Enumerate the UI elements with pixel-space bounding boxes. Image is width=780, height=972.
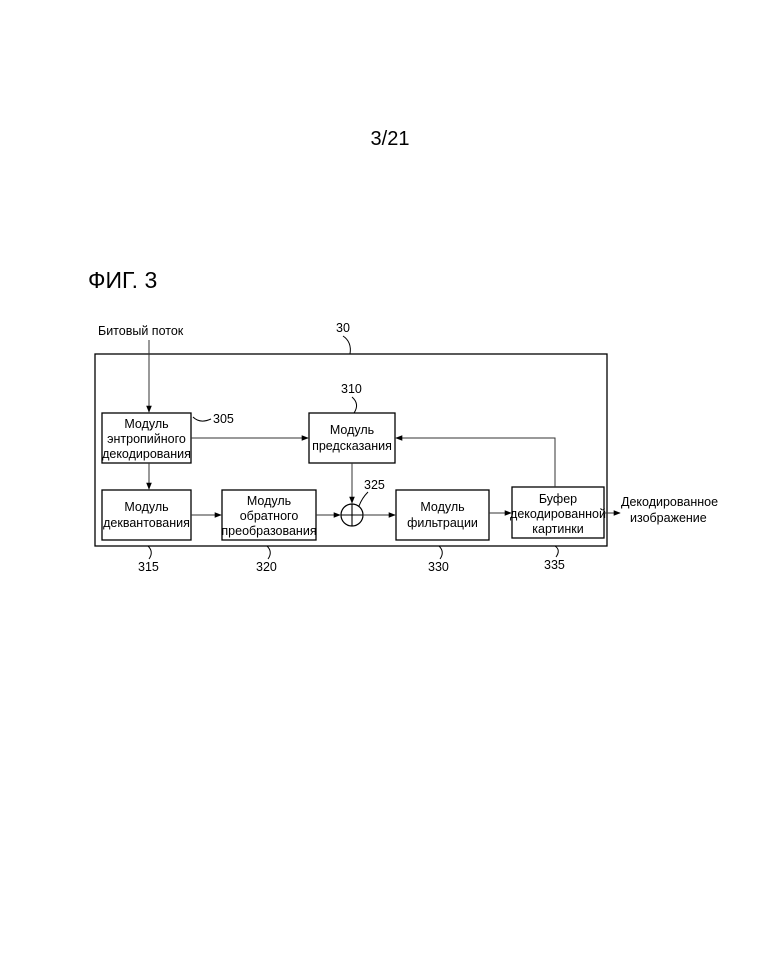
decoder-ref-leader bbox=[343, 336, 350, 354]
decoded-picture-buffer: Буфер декодированной картинки bbox=[510, 487, 606, 538]
entropy-ref: 305 bbox=[213, 412, 234, 426]
entropy-line-2: энтропийного bbox=[107, 432, 186, 446]
input-label: Битовый поток bbox=[98, 324, 184, 338]
inverse-line-1: Модуль bbox=[247, 494, 291, 508]
arrow-buffer-to-prediction bbox=[396, 438, 555, 487]
dequantization-module: Модуль деквантования bbox=[102, 490, 191, 540]
buffer-ref-leader bbox=[555, 546, 558, 557]
entropy-decoding-module: Модуль энтропийного декодирования bbox=[102, 413, 191, 463]
dequant-ref: 315 bbox=[138, 560, 159, 574]
inverse-line-2: обратного bbox=[240, 509, 299, 523]
prediction-module: Модуль предсказания bbox=[309, 413, 395, 463]
filter-ref-leader bbox=[439, 546, 442, 559]
buffer-ref: 335 bbox=[544, 558, 565, 572]
adder-ref-leader bbox=[359, 492, 368, 506]
filter-line-1: Модуль bbox=[420, 500, 464, 514]
filter-ref: 330 bbox=[428, 560, 449, 574]
adder-ref: 325 bbox=[364, 478, 385, 492]
output-label-line-2: изображение bbox=[630, 511, 707, 525]
inverse-line-3: преобразования bbox=[221, 524, 316, 538]
buffer-line-3: картинки bbox=[532, 522, 583, 536]
filter-line-2: фильтрации bbox=[407, 516, 478, 530]
dequant-line-1: Модуль bbox=[124, 500, 168, 514]
output-label-line-1: Декодированное bbox=[621, 495, 718, 509]
prediction-line-2: предсказания bbox=[312, 439, 392, 453]
dequant-ref-leader bbox=[148, 546, 151, 559]
dequant-line-2: деквантования bbox=[103, 516, 190, 530]
inverse-ref: 320 bbox=[256, 560, 277, 574]
inverse-transform-module: Модуль обратного преобразования bbox=[221, 490, 316, 540]
buffer-line-2: декодированной bbox=[510, 507, 606, 521]
entropy-line-1: Модуль bbox=[124, 417, 168, 431]
buffer-line-1: Буфер bbox=[539, 492, 577, 506]
adder-circle bbox=[341, 504, 363, 526]
prediction-ref-leader bbox=[352, 397, 357, 413]
entropy-line-3: декодирования bbox=[102, 447, 191, 461]
prediction-ref: 310 bbox=[341, 382, 362, 396]
decoder-ref: 30 bbox=[336, 321, 350, 335]
filter-module: Модуль фильтрации bbox=[396, 490, 489, 540]
inverse-ref-leader bbox=[267, 546, 270, 559]
prediction-line-1: Модуль bbox=[330, 423, 374, 437]
entropy-ref-leader bbox=[193, 417, 211, 421]
